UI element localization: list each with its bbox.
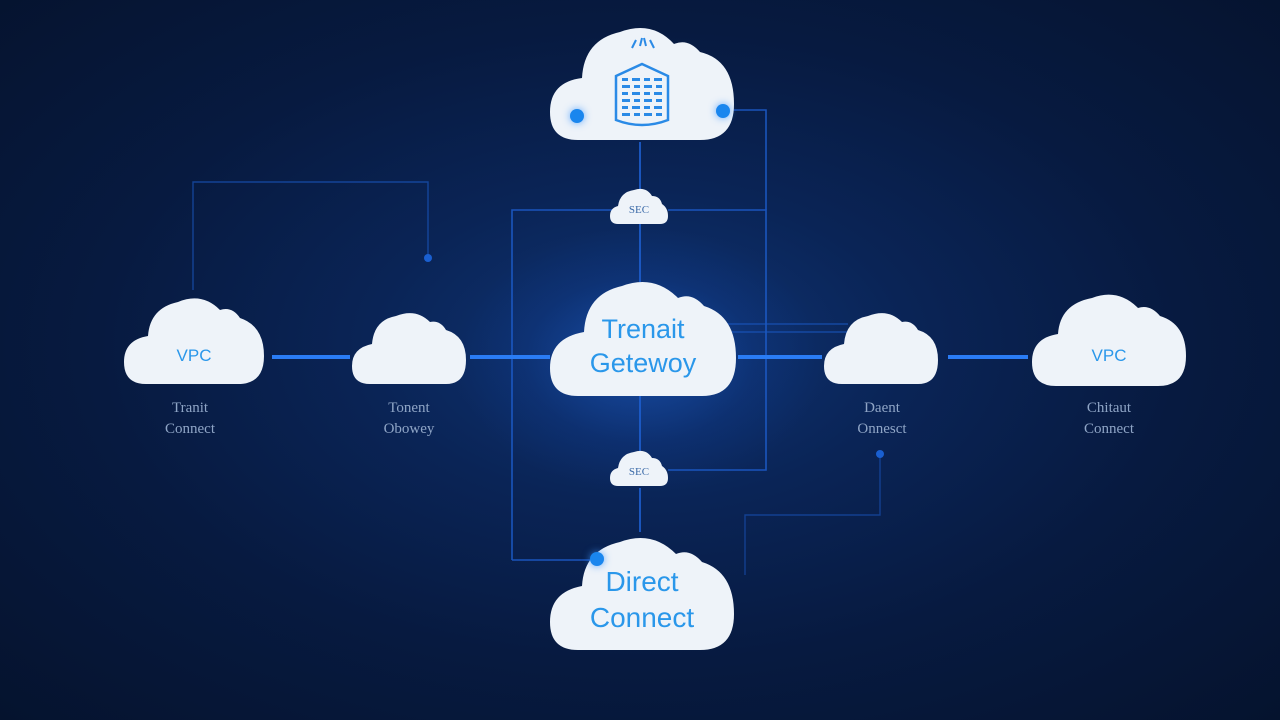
lightning-right-caption: Daent Onnesct xyxy=(812,398,952,440)
top-cloud-left-port xyxy=(570,109,584,123)
transit-gateway-label-line1: Trenait xyxy=(601,314,685,344)
link-upper-left-bracket xyxy=(192,181,429,290)
direct-connect-port xyxy=(590,552,604,566)
vpc-right-cloud[interactable]: VPC xyxy=(1030,286,1188,388)
cloud-shape xyxy=(610,450,668,486)
vpc-left-caption: Tranit Connect xyxy=(120,398,260,440)
vpc-right-caption: Chitaut Connect xyxy=(1039,398,1179,440)
direct-connect-label-line2: Connect xyxy=(589,602,695,633)
cloud-shape xyxy=(352,313,466,384)
lightning-left-caption-line1: Tonent xyxy=(388,400,430,416)
lightning-right-caption-line1: Daent xyxy=(864,400,900,416)
cloud-shape xyxy=(550,28,734,140)
top-cloud[interactable] xyxy=(548,18,736,142)
transit-gateway-label-line2: Getewoy xyxy=(589,348,697,378)
link-right-loop xyxy=(668,209,767,471)
top-cloud-right-port xyxy=(716,104,730,118)
small-top-cloud[interactable]: SEC xyxy=(608,184,670,226)
cloud-shape xyxy=(550,538,734,650)
vpc-left-caption-line1: Tranit xyxy=(171,400,209,416)
link-left-loop xyxy=(511,209,612,560)
lightning-left-caption-line2: Obowey xyxy=(383,421,435,437)
cloud-shape xyxy=(610,188,668,224)
vpc-left-cloud[interactable]: VPC xyxy=(122,290,266,386)
direct-connect-cloud[interactable]: Direct Connect xyxy=(548,528,736,652)
small-top-cloud-label: SEC xyxy=(628,204,650,216)
bracket-start-dot xyxy=(876,450,884,458)
link-lower-right-bracket xyxy=(744,452,881,575)
vpc-left-caption-line2: Connect xyxy=(165,421,215,437)
link-top-right xyxy=(724,109,767,210)
cloud-shape xyxy=(1032,294,1186,386)
vpc-right-caption-line2: Connect xyxy=(1084,421,1134,437)
top-cloud-antenna-marks xyxy=(628,34,658,52)
small-bottom-cloud-label: SEC xyxy=(628,466,650,478)
direct-connect-label-line1: Direct xyxy=(605,566,679,597)
vpc-right-caption-line1: Chitaut xyxy=(1086,400,1132,416)
small-bottom-cloud[interactable]: SEC xyxy=(608,446,670,488)
cloud-shape xyxy=(550,282,736,396)
lightning-left-cloud[interactable] xyxy=(350,306,468,386)
cloud-shape xyxy=(824,313,938,384)
vpc-right-label: VPC xyxy=(1091,346,1127,365)
vpc-left-label: VPC xyxy=(176,346,212,365)
lightning-right-cloud[interactable] xyxy=(822,306,940,386)
bracket-end-dot xyxy=(424,254,432,262)
lightning-left-caption: Tonent Obowey xyxy=(339,398,479,440)
lightning-right-caption-line2: Onnesct xyxy=(857,421,907,437)
cloud-shape xyxy=(124,298,264,384)
server-rack-icon xyxy=(606,58,678,130)
transit-gateway-cloud[interactable]: Trenait Getewoy xyxy=(548,270,738,398)
